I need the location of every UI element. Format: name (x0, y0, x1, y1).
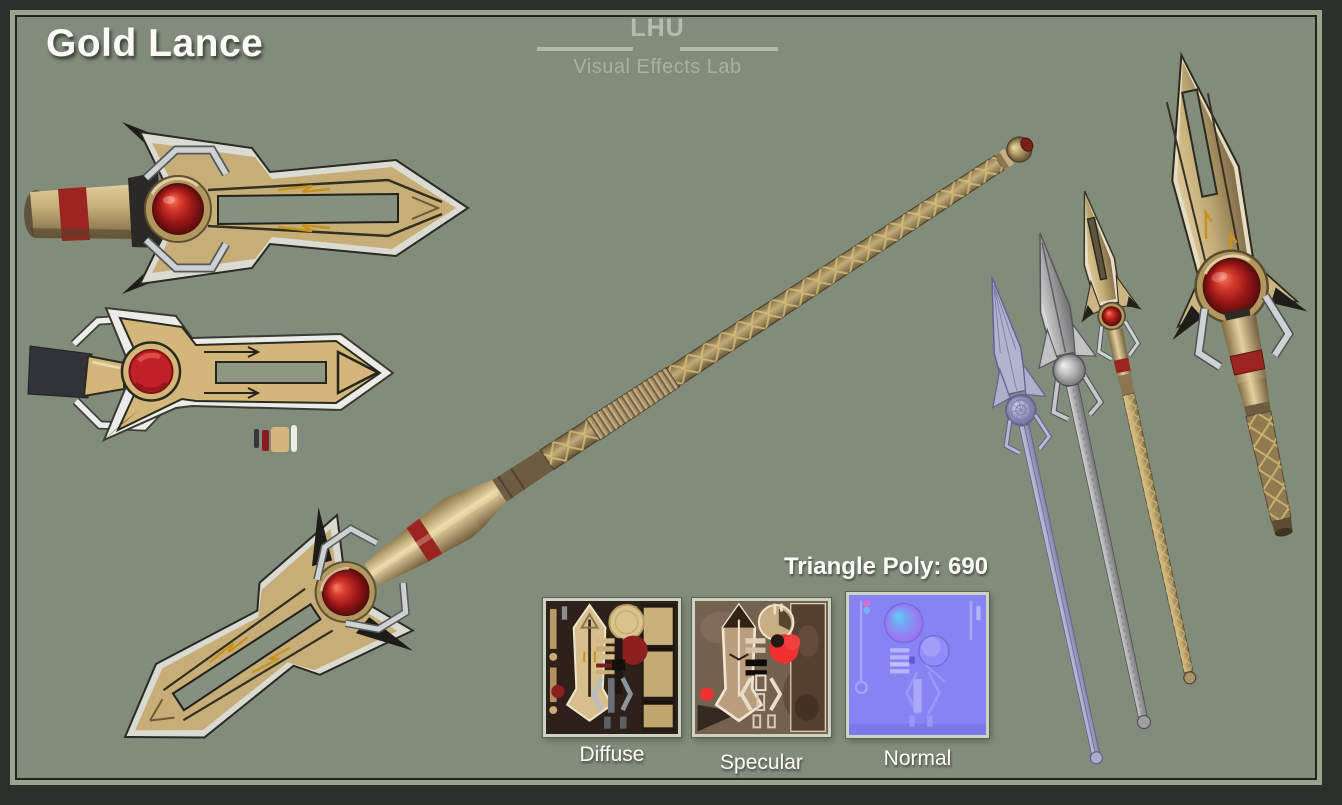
textured-lance-closeup-render (1165, 51, 1308, 537)
swatch-dark (254, 429, 259, 448)
full-lance-render (123, 136, 1034, 739)
red-band (1229, 349, 1266, 376)
gem (152, 183, 204, 235)
diffuse-map-label: Diffuse (579, 743, 645, 766)
gem (1101, 306, 1122, 327)
concept-sketch (27, 303, 395, 452)
page-title: Gold Lance (46, 22, 264, 65)
textured-lance-small-render (1081, 190, 1197, 685)
blade (1039, 232, 1078, 358)
specular-map-label: Specular (720, 751, 803, 774)
logo-subtitle: Visual Effects Lab (573, 56, 742, 78)
specular-map-thumbnail (692, 598, 831, 737)
handle (1220, 314, 1267, 384)
lance-head-render (24, 122, 470, 294)
swatch-tan (271, 427, 289, 452)
blade-slot (217, 192, 399, 226)
swatch-white (291, 425, 297, 452)
diffuse-map-thumbnail (543, 598, 681, 737)
logo-divider (537, 47, 778, 51)
swatch-red (262, 430, 269, 451)
handle (364, 528, 429, 586)
normal-map-thumbnail (846, 592, 989, 738)
normal-map-art (849, 595, 986, 735)
sketch-slot (215, 361, 327, 384)
butt-knob (1183, 671, 1197, 685)
logo-name: LHU (630, 14, 685, 42)
studio-logo: LHU Visual Effects Lab (537, 14, 778, 79)
gem (321, 568, 370, 617)
shaft (1066, 383, 1148, 718)
butt-knob (1089, 751, 1103, 765)
red-band (406, 518, 443, 562)
red-band (58, 187, 90, 241)
color-palette-swatches (254, 425, 297, 452)
clay-lance-render (1038, 232, 1152, 730)
diffuse-map-art (546, 601, 678, 734)
triangle-poly-count: Triangle Poly: 690 (783, 553, 989, 580)
wireframe-lance-render (991, 276, 1103, 765)
red-band (1113, 357, 1131, 374)
butt-knob (1136, 714, 1152, 730)
prongs (144, 147, 229, 271)
sketch-handle (27, 345, 93, 399)
sketch-cone (82, 354, 125, 398)
normal-map-label: Normal (883, 747, 952, 770)
gem (1202, 257, 1261, 316)
blade-slot (171, 602, 322, 712)
blade-slot (1086, 216, 1108, 281)
specular-map-art (695, 601, 828, 734)
butt-cap (1274, 527, 1293, 537)
blade-slot (1181, 88, 1219, 199)
pommel-tip (1020, 137, 1034, 152)
